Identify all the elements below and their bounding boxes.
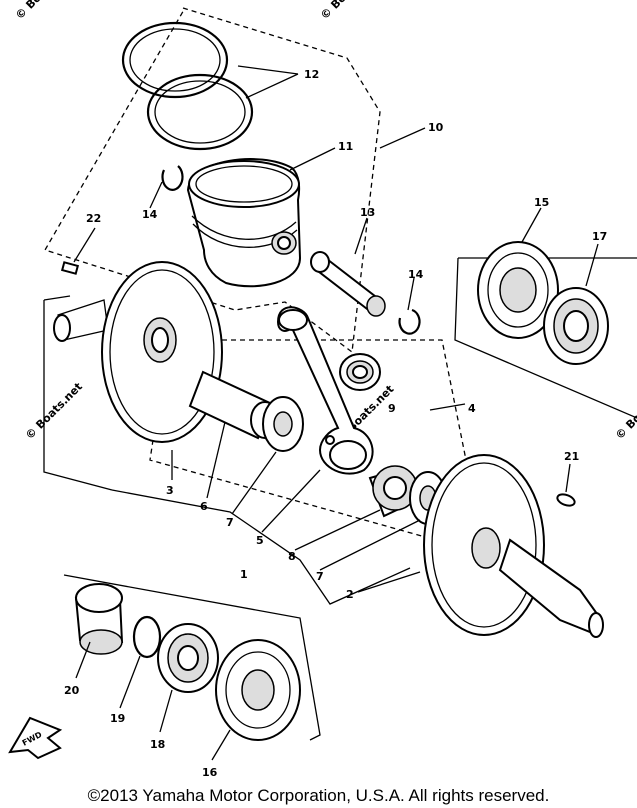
callout-7-left: 7: [226, 516, 234, 529]
circlip-right: [398, 308, 421, 335]
thrust-washer-left: [262, 396, 304, 452]
collar-20: [74, 583, 124, 655]
crank-web-left: [53, 261, 223, 443]
callout-11: 11: [338, 140, 353, 153]
callout-5: 5: [256, 534, 264, 547]
callout-10: 10: [428, 121, 444, 134]
piston-pin: [310, 251, 386, 317]
leader-lines: [73, 65, 599, 761]
oil-seal-18: [157, 623, 219, 693]
retaining-pin-22: [60, 261, 80, 275]
callout-20: 20: [64, 684, 80, 697]
callout-labels: 12 11 10 14 13 14 22 15 17 4 9 21 3 6 7 …: [64, 68, 607, 779]
callout-14-left: 14: [142, 208, 158, 221]
watermark-left: © Boats.net: [23, 380, 85, 442]
crank-frame-outline: [43, 295, 411, 605]
callout-22: 22: [86, 212, 101, 225]
callout-4: 4: [468, 402, 476, 415]
oil-seal-17: [543, 287, 609, 365]
crankshaft-exploded-diagram: © Boats.net © Boats.net © Boats.net © Bo…: [8, 0, 637, 779]
small-end-bearing: [339, 353, 381, 391]
callout-1: 1: [240, 568, 248, 581]
callout-21: 21: [564, 450, 579, 463]
o-ring-19: [132, 615, 162, 659]
callout-14-right: 14: [408, 268, 424, 281]
callout-16: 16: [202, 766, 218, 779]
piston-group-outline: [44, 7, 381, 354]
callout-8: 8: [288, 550, 296, 563]
piston-ring-upper: [121, 21, 229, 99]
callout-6: 6: [200, 500, 208, 513]
lower-bearing-frame: [63, 574, 321, 741]
big-end-bearing: [368, 465, 420, 518]
circlip-left: [161, 165, 184, 191]
crank-bearing-16: [215, 639, 301, 741]
callout-2: 2: [346, 588, 354, 601]
crank-web-right: [423, 454, 604, 638]
watermark-right: © Boats.net: [613, 380, 637, 442]
callout-17: 17: [592, 230, 607, 243]
watermark-top-left: © Boats.net: [13, 0, 75, 22]
crank-bearing-15: [477, 241, 559, 339]
callout-12: 12: [304, 68, 319, 81]
callout-18: 18: [150, 738, 165, 751]
callout-13: 13: [360, 206, 375, 219]
fwd-arrow-icon: FWD: [8, 716, 63, 760]
watermark-top-right: © Boats.net: [318, 0, 380, 22]
callout-9: 9: [388, 402, 396, 415]
callout-15: 15: [534, 196, 549, 209]
piston: [186, 158, 302, 288]
callout-7-right: 7: [316, 570, 324, 583]
copyright-notice: ©2013 Yamaha Motor Corporation, U.S.A. A…: [87, 786, 550, 805]
callout-3: 3: [166, 484, 174, 497]
connecting-rod: [276, 306, 374, 475]
callout-19: 19: [110, 712, 125, 725]
woodruff-key-21: [556, 493, 576, 507]
piston-ring-lower: [146, 73, 254, 151]
